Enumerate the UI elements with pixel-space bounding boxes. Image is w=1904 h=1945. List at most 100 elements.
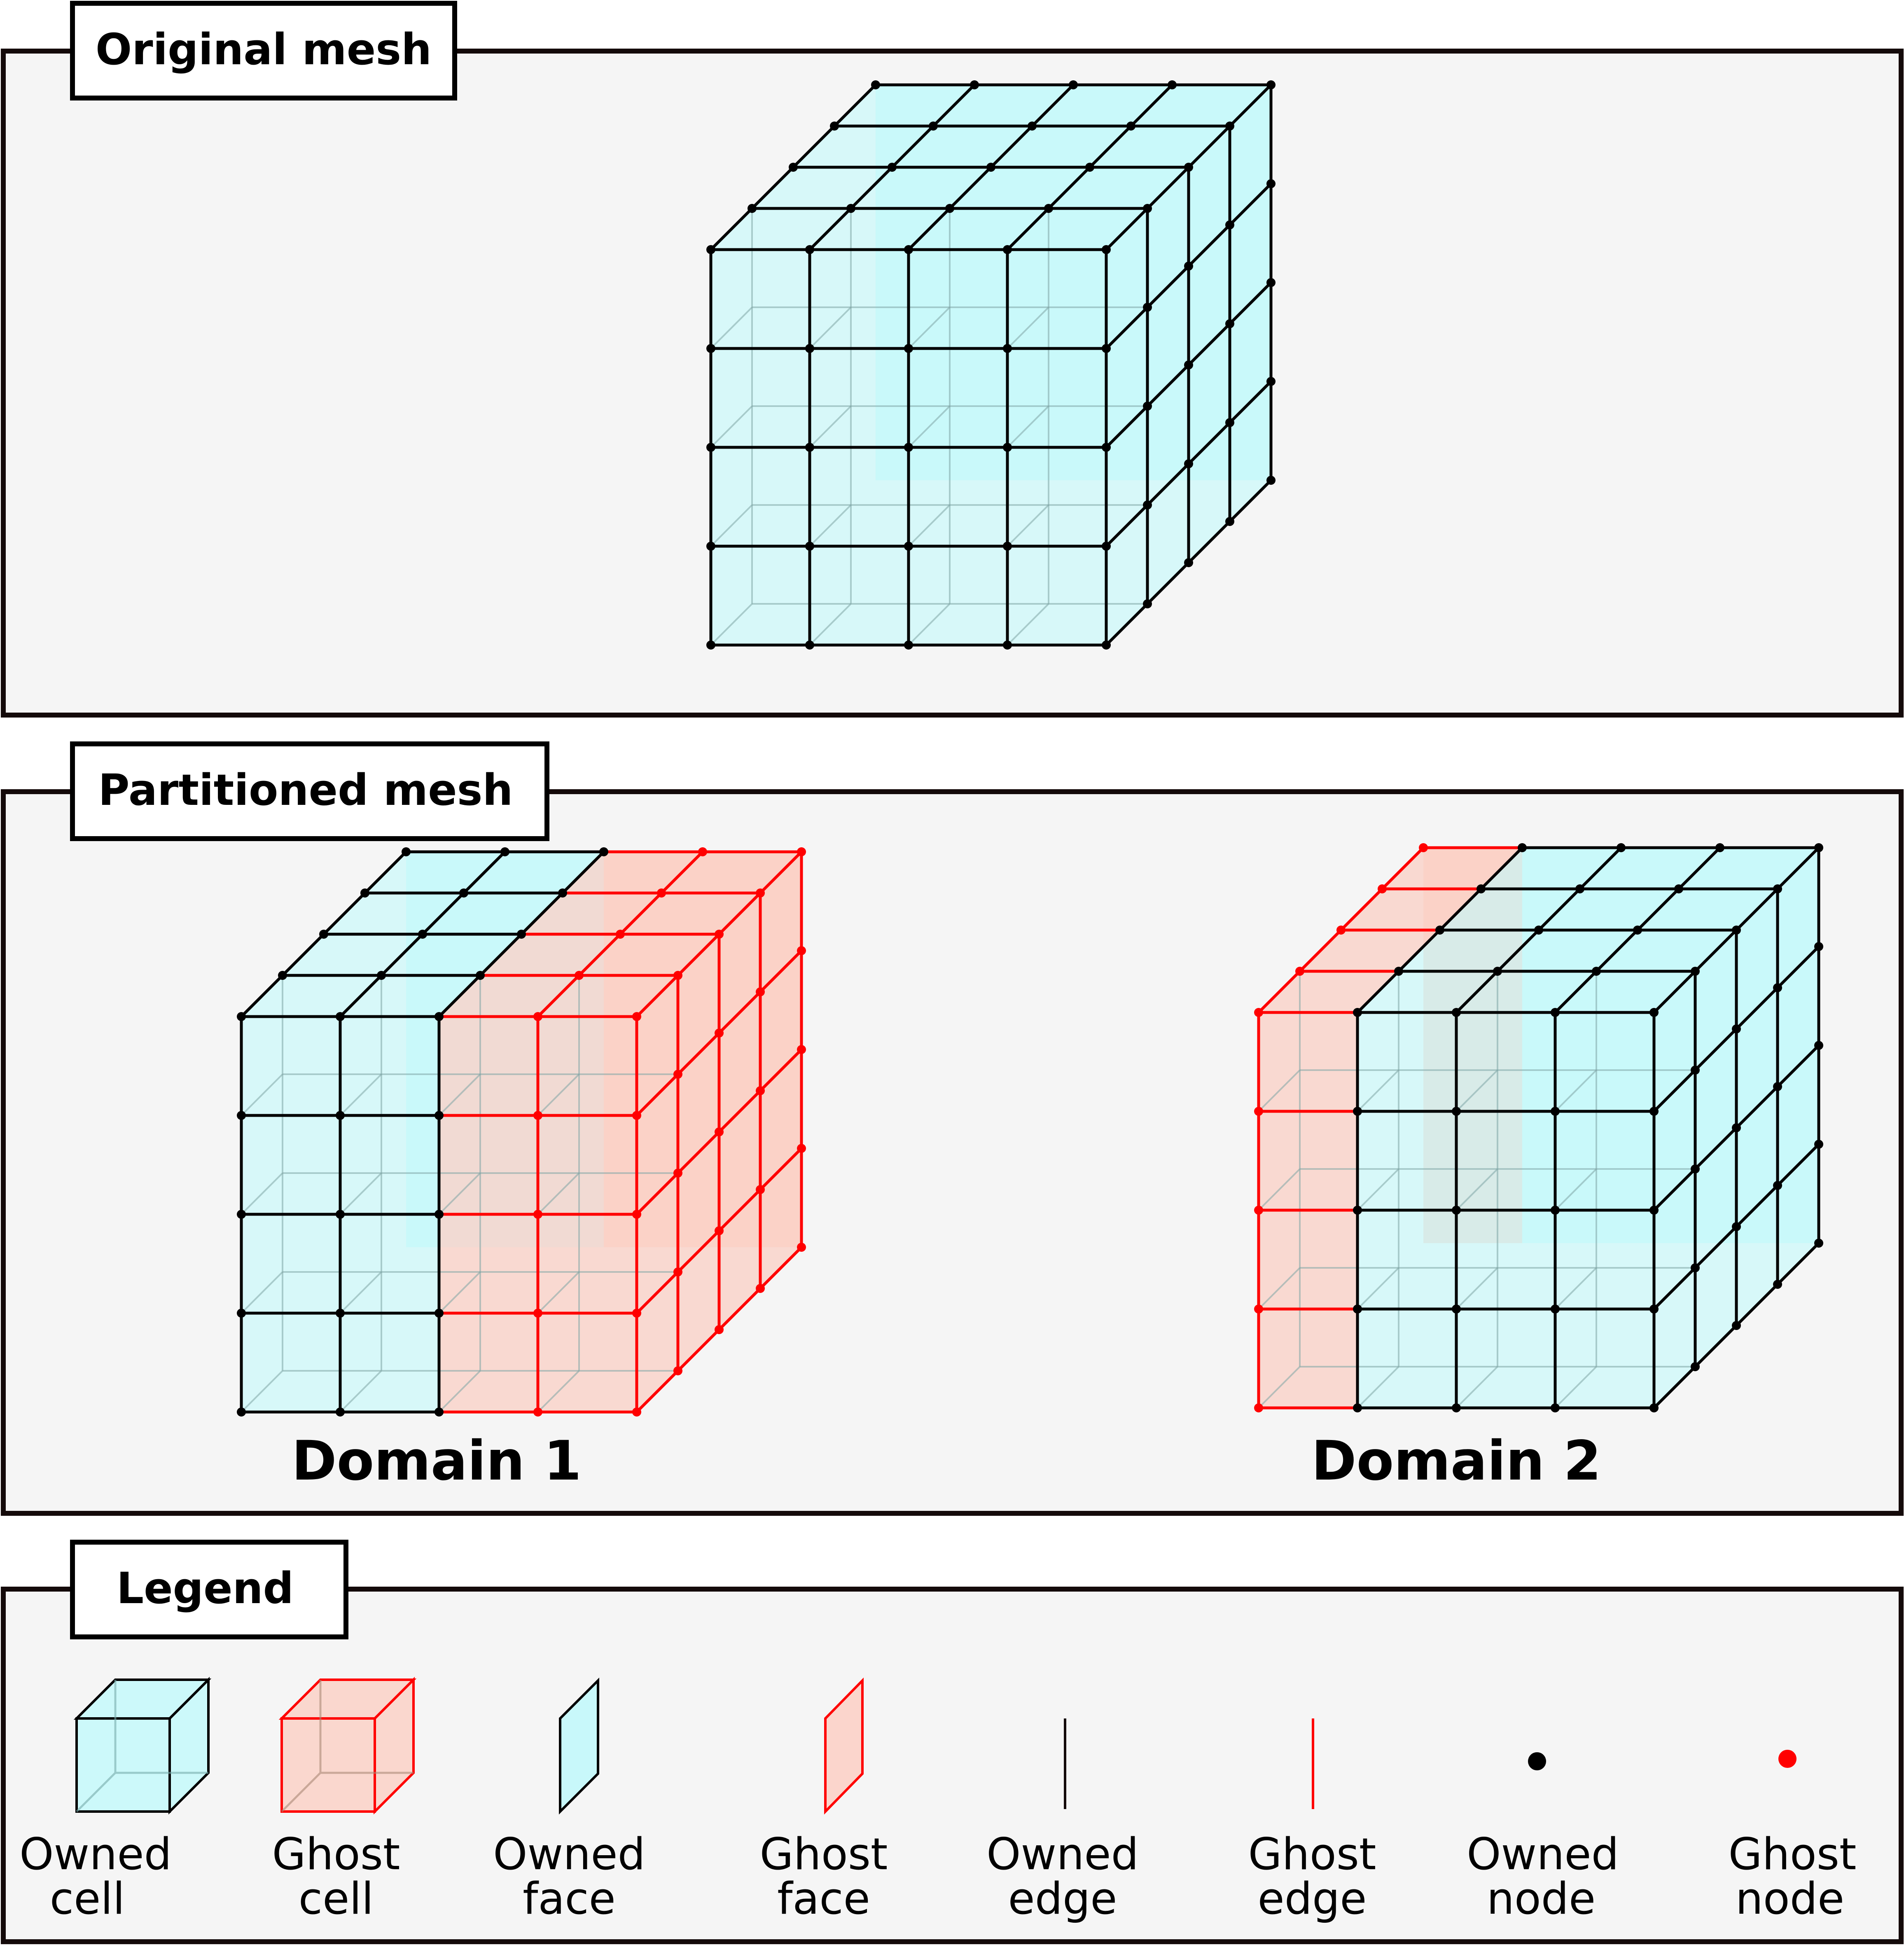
domain2-top-face: [1456, 971, 1596, 1012]
domain2-owned-node: [1435, 926, 1444, 935]
domain1-owned-node: [418, 930, 427, 939]
original-owned-node: [986, 163, 995, 172]
original-owned-node: [904, 641, 913, 650]
domain1-owned-node: [517, 930, 526, 939]
domain2-hidden-edge: [1258, 1069, 1301, 1112]
domain1-hidden-edge: [241, 1271, 283, 1314]
domain1-ghost-edge: [717, 1188, 762, 1232]
domain2-owned-edge: [1578, 846, 1623, 891]
domain2-owned-node: [1592, 967, 1601, 976]
domain2-right-face: [1778, 1045, 1819, 1185]
domain2-owned-node: [1691, 1362, 1700, 1371]
original-top-face: [1032, 85, 1172, 126]
domain1-ghost-edge: [759, 850, 803, 895]
panel-original-title-box: [70, 1, 457, 101]
original-top-face: [851, 167, 991, 208]
original-owned-node: [1143, 500, 1152, 510]
domain2-hidden-edge: [1554, 1168, 1597, 1211]
original-owned-node: [1102, 344, 1111, 353]
domain1-right-face: [760, 1050, 801, 1190]
original-top-face: [933, 85, 1073, 126]
legend-ghost-edge-label-2: edge: [1258, 1873, 1367, 1924]
domain1-top-face: [439, 975, 579, 1017]
domain2-owned-edge: [1595, 928, 1639, 973]
domain2-hidden-edge: [1258, 1168, 1301, 1211]
original-owned-node: [1184, 360, 1193, 369]
domain1-ghost-node: [756, 1284, 765, 1293]
domain1-ghost-node: [715, 1226, 724, 1235]
domain1-ghost-node: [616, 930, 625, 939]
domain1-ghost-edge: [759, 949, 803, 994]
domain2-owned-node: [1452, 1304, 1461, 1314]
original-owned-node: [1184, 459, 1193, 468]
domain2-owned-node: [1353, 1403, 1362, 1412]
domain1-ghost-edge: [676, 1031, 721, 1076]
domain1-owned-edge: [339, 974, 383, 1018]
domain1-ghost-node: [673, 971, 682, 980]
domain2-mesh-cube: [1254, 843, 1823, 1412]
original-owned-edge: [1187, 124, 1231, 169]
domain1-owned-node: [336, 1111, 345, 1120]
domain2-owned-node: [1691, 1066, 1700, 1075]
domain2-ghost-node: [1254, 1107, 1263, 1116]
domain2-hidden-edge: [1357, 1069, 1399, 1112]
domain2-hidden-edge: [1554, 1366, 1597, 1409]
domain2-owned-edge: [1652, 1068, 1697, 1113]
original-owned-edge: [890, 124, 935, 169]
original-owned-edge: [1228, 380, 1273, 424]
domain1-ghost-edge: [619, 891, 663, 936]
domain1-owned-edge: [281, 933, 325, 977]
domain2-top-face: [1300, 930, 1440, 971]
domain2-top-face: [1580, 848, 1720, 889]
original-owned-edge: [1228, 182, 1273, 227]
original-owned-node: [706, 542, 715, 551]
domain1-top-face: [381, 934, 521, 975]
domain1-right-face: [637, 1272, 678, 1412]
legend-owned-cell-icon: [73, 1676, 212, 1815]
domain2-top-face: [1481, 848, 1621, 889]
original-top-face: [950, 167, 1090, 208]
domain1-owned-node: [435, 1309, 444, 1318]
domain1-owned-node: [336, 1210, 345, 1219]
domain1-owned-node: [237, 1210, 246, 1219]
domain1-ghost-node: [673, 1169, 682, 1178]
original-owned-node: [706, 443, 715, 452]
domain1-ghost-edge: [635, 1171, 680, 1216]
domain1-right-face: [719, 1190, 760, 1330]
original-right-face: [1230, 381, 1271, 521]
original-owned-node: [1003, 245, 1012, 254]
original-owned-node: [1085, 163, 1094, 172]
original-owned-node: [904, 542, 913, 551]
original-right-face: [1106, 208, 1147, 348]
original-hidden-edge: [809, 504, 852, 547]
domain2-owned-edge: [1694, 1225, 1738, 1269]
domain2-owned-node: [1649, 1403, 1659, 1412]
domain2-hidden-edges: [1258, 971, 1695, 1409]
original-owned-node: [904, 245, 913, 254]
domain2-owned-node: [1814, 1041, 1823, 1050]
original-owned-edge: [808, 207, 853, 251]
domain1-owned-node: [237, 1407, 246, 1417]
domain2-ghost-node: [1378, 884, 1387, 893]
original-top-face: [909, 208, 1049, 250]
domain1-ghost-node: [632, 1210, 641, 1219]
domain1-top-face: [324, 893, 464, 934]
domain1-hidden-edge: [438, 1370, 481, 1413]
original-owned-edge: [1146, 166, 1190, 210]
original-owned-edge: [989, 124, 1034, 169]
domain1-ghost-edge: [635, 1369, 680, 1414]
legend-ghost-cell-icon: [278, 1676, 417, 1815]
original-top-face: [991, 126, 1131, 167]
domain2-top-face: [1555, 971, 1695, 1012]
original-owned-edge: [1187, 421, 1231, 465]
original-owned-node: [1184, 163, 1193, 172]
domain2-owned-node: [1633, 926, 1642, 935]
domain2-owned-node: [1452, 1403, 1461, 1412]
original-owned-node: [904, 443, 913, 452]
domain1-right-face: [719, 1091, 760, 1231]
domain2-owned-edge: [1735, 986, 1779, 1031]
original-owned-node: [1102, 245, 1111, 254]
original-owned-edge: [1105, 404, 1149, 449]
domain1-owned-edge: [363, 850, 408, 895]
legend-ghost-edge-label-1: Ghost: [1248, 1829, 1376, 1880]
